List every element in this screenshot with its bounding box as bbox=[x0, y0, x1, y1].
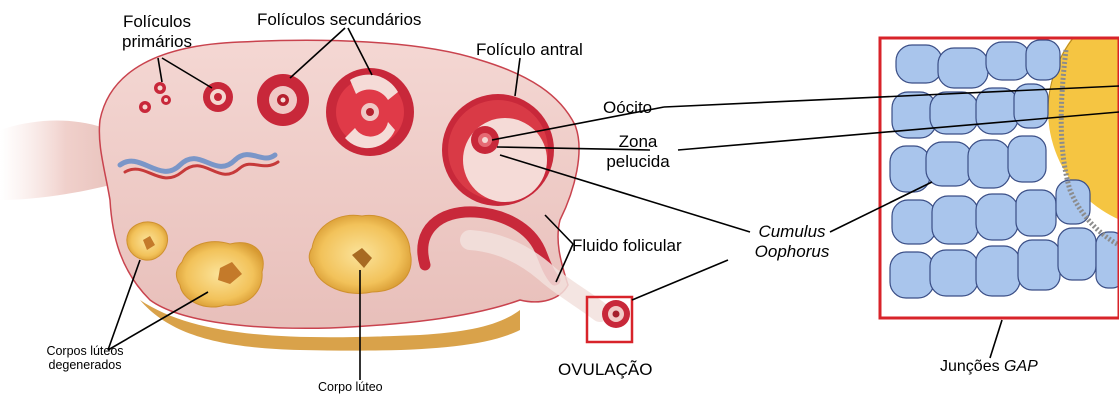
label-follicular-fluid: Fluido folicular bbox=[572, 236, 682, 256]
expelled-oocyte bbox=[602, 300, 630, 328]
label-gap-suffix: GAP bbox=[1004, 358, 1038, 375]
label-secondary-follicles: Folículos secundários bbox=[257, 10, 421, 30]
label-corpus-luteum: Corpo lúteo bbox=[318, 380, 383, 394]
antral-follicle bbox=[442, 94, 554, 206]
secondary-follicle-1 bbox=[257, 74, 309, 126]
label-antral-follicle: Folículo antral bbox=[476, 40, 583, 60]
label-cumulus-line1: Cumulus bbox=[742, 222, 842, 242]
primary-follicle-large bbox=[203, 82, 233, 112]
label-zona-line2: pelucida bbox=[598, 152, 678, 172]
primary-follicle-small-1 bbox=[154, 82, 166, 94]
primary-follicle-small-3 bbox=[139, 101, 151, 113]
degenerated-corpus-luteum-1 bbox=[127, 222, 168, 260]
primary-follicle-small-2 bbox=[161, 95, 171, 105]
zoom-inset bbox=[880, 0, 1119, 318]
label-zona-pellucida: Zona pelucida bbox=[598, 132, 678, 171]
label-degenerated-corpora: Corpos lúteos degenerados bbox=[30, 344, 140, 373]
label-ovulation: OVULAÇÃO bbox=[558, 360, 652, 380]
label-primary-follicles: Folículos primários bbox=[102, 12, 212, 51]
label-primary-follicles-line1: Folículos bbox=[102, 12, 212, 32]
label-oocyte: Oócito bbox=[603, 98, 652, 118]
label-cumulus-line2: Oophorus bbox=[742, 242, 842, 262]
label-gap-junctions: Junções GAP bbox=[940, 358, 1038, 376]
degenerated-corpus-luteum-2 bbox=[176, 242, 263, 307]
label-gap-prefix: Junções bbox=[940, 358, 1000, 375]
label-zona-line1: Zona bbox=[598, 132, 678, 152]
label-primary-follicles-line2: primários bbox=[102, 32, 212, 52]
label-cumulus-oophorus: Cumulus Oophorus bbox=[742, 222, 842, 261]
ligament-tissue bbox=[0, 121, 110, 200]
label-degenerated-line1: Corpos lúteos bbox=[30, 344, 140, 358]
secondary-follicle-2 bbox=[326, 68, 414, 156]
label-degenerated-line2: degenerados bbox=[30, 358, 140, 372]
